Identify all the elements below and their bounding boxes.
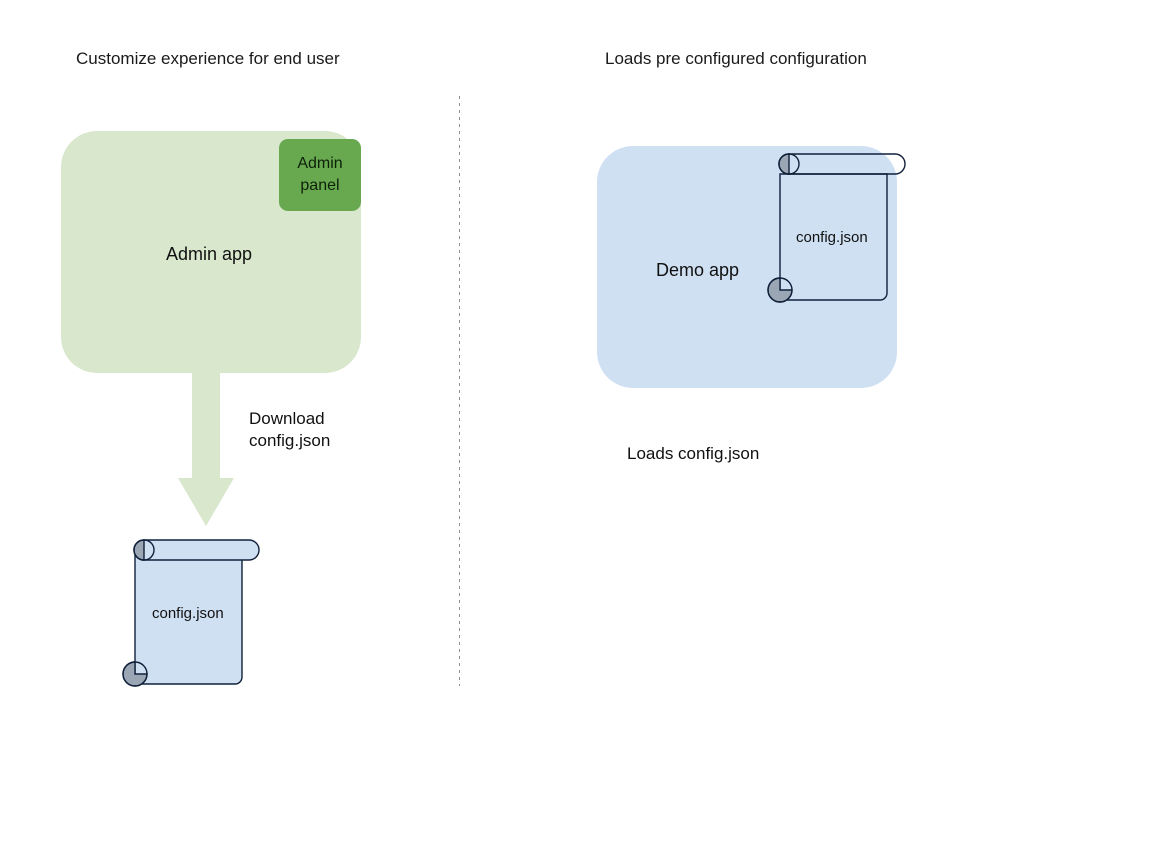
right-column-heading: Loads pre configured configuration	[605, 49, 867, 68]
admin-app-label: Admin app	[166, 244, 253, 264]
admin-panel-chip[interactable]: Admin panel	[279, 139, 361, 211]
config-json-document-left[interactable]	[118, 528, 268, 690]
download-arrow-label: Download config.json	[249, 409, 331, 450]
download-arrow-icon	[170, 368, 242, 530]
left-column-heading: Customize experience for end user	[76, 49, 340, 68]
config-json-right-label: config.json	[796, 229, 868, 246]
config-json-left-label: config.json	[152, 605, 224, 622]
admin-panel-label: Admin panel	[297, 155, 343, 194]
loads-config-caption: Loads config.json	[627, 444, 760, 463]
demo-app-container	[597, 146, 897, 388]
column-divider	[459, 96, 460, 686]
demo-app-label: Demo app	[656, 260, 740, 280]
config-json-document-right[interactable]	[767, 152, 918, 307]
